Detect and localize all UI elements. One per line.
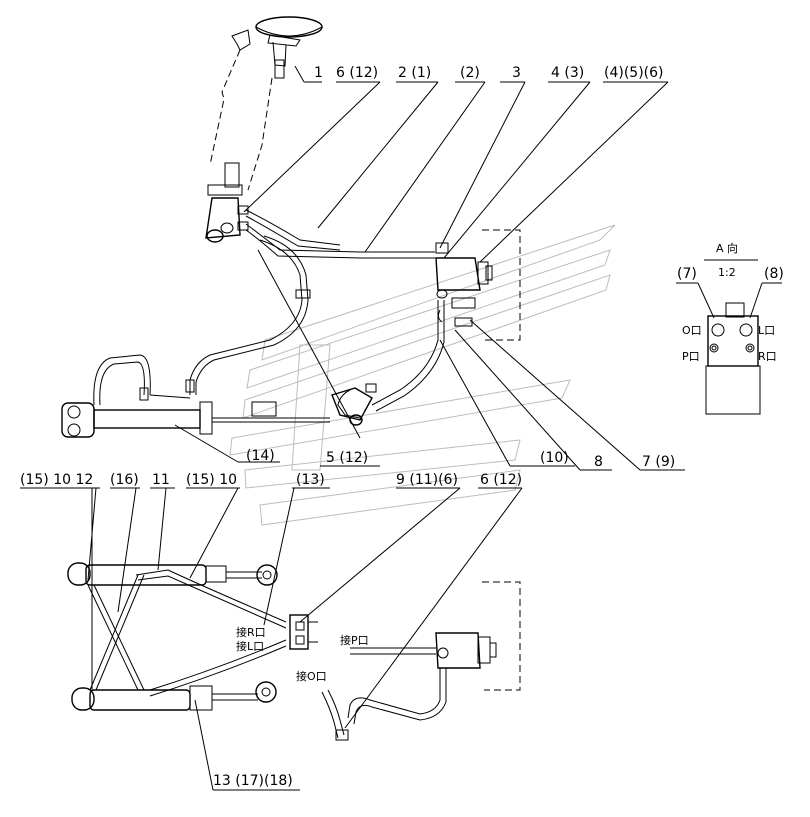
priority-valve-lower bbox=[321, 581, 521, 741]
mid-leader-lines bbox=[174, 249, 685, 471]
callout-7-9: 7 (9) bbox=[642, 454, 675, 470]
callout-15-10-12: (15) 10 12 bbox=[20, 472, 93, 488]
label-connect-l-port: 接L口 bbox=[236, 640, 264, 653]
callout-2-1: 2 (1) bbox=[398, 65, 431, 81]
callout-6-12: 6 (12) bbox=[336, 65, 378, 81]
callout-labels: 1 6 (12) 2 (1) (2) 3 4 (3) (4)(5)(6) (14… bbox=[20, 65, 784, 789]
view-a-port-l: L口 bbox=[758, 324, 775, 337]
callout-5-12: 5 (12) bbox=[326, 450, 368, 466]
view-a-port-r: R口 bbox=[758, 350, 777, 363]
mid-hoses bbox=[337, 300, 445, 419]
label-connect-p-port: 接P口 bbox=[340, 634, 369, 647]
callout-9-11-6: 9 (11)(6) bbox=[396, 472, 458, 488]
callout-14: (14) bbox=[246, 448, 275, 464]
callout-16: (16) bbox=[110, 472, 139, 488]
callout-1: 1 bbox=[314, 65, 323, 81]
view-a-inset bbox=[676, 259, 782, 415]
steering-unit bbox=[205, 162, 249, 243]
callout-4-5-6: (4)(5)(6) bbox=[604, 65, 664, 81]
distribution-block bbox=[289, 614, 318, 650]
upper-hoses bbox=[189, 209, 435, 395]
callout-4-3: 4 (3) bbox=[551, 65, 584, 81]
callout-15-10: (15) 10 bbox=[186, 472, 237, 488]
label-connect-r-port: 接R口 bbox=[236, 626, 266, 639]
callout-11: 11 bbox=[152, 472, 170, 488]
view-a-callout-7: (7) bbox=[677, 266, 697, 282]
callout-6-12-lower: 6 (12) bbox=[480, 472, 522, 488]
priority-valve-upper bbox=[435, 229, 521, 341]
view-a-title: A 向 bbox=[716, 241, 738, 255]
steering-cylinder-main bbox=[61, 354, 330, 438]
label-connect-o-port: 接O口 bbox=[296, 670, 327, 683]
callout-3: 3 bbox=[512, 65, 521, 81]
lower-leader-lines bbox=[20, 487, 523, 791]
steering-wheel-assembly bbox=[209, 16, 323, 191]
callout-8: 8 bbox=[594, 454, 603, 470]
callout-13: (13) bbox=[296, 472, 325, 488]
view-a-port-p: P口 bbox=[682, 350, 700, 363]
view-a-callout-8: (8) bbox=[764, 266, 784, 282]
lower-cylinders bbox=[67, 562, 287, 711]
top-leader-lines bbox=[243, 65, 669, 263]
callout-13-17-18: 13 (17)(18) bbox=[213, 773, 293, 789]
view-a-port-o: O口 bbox=[682, 324, 702, 337]
callout-p2: (2) bbox=[460, 65, 480, 81]
view-a-scale: 1:2 bbox=[718, 266, 736, 279]
callout-10: (10) bbox=[540, 450, 569, 466]
background-watermark bbox=[229, 224, 616, 526]
